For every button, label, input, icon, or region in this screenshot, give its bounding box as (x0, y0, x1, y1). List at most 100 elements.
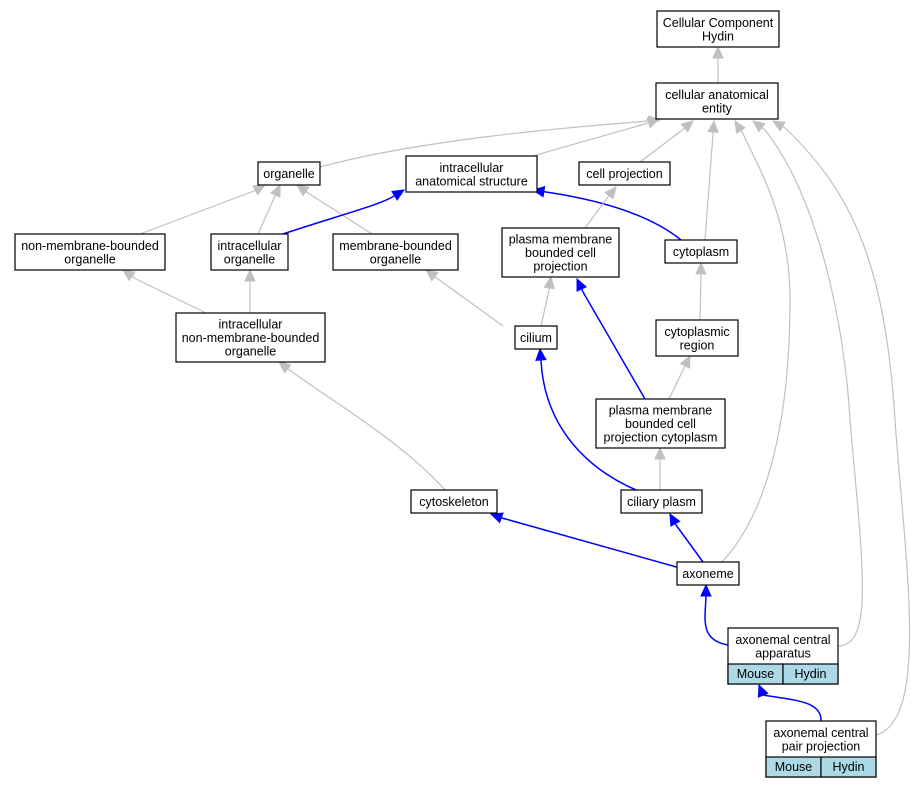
node-box (595, 398, 726, 449)
node-label-line: bounded cell (625, 417, 696, 431)
node-label-line: organelle (225, 345, 276, 359)
node-label-line: Cellular Component (663, 16, 774, 30)
node-label-line: projection cytoplasm (604, 431, 718, 445)
is-a-arrowhead (543, 275, 555, 290)
node-label-line: intracellular (219, 318, 283, 332)
part-of-edge (540, 360, 637, 491)
node-box (175, 312, 326, 363)
is-a-arrowhead (122, 269, 136, 282)
node-intracellular-non-membrane-bounded-organelle[interactable]: intracellularnon-membrane-boundedorganel… (175, 312, 326, 363)
annotation-cell-hydin[interactable]: Hydin (820, 756, 877, 778)
part-of-arrowhead (391, 189, 406, 201)
node-box (655, 319, 739, 357)
part-of-edge (582, 291, 646, 400)
node-label-line: organelle (224, 252, 275, 266)
arrowheads (122, 45, 786, 698)
node-box (664, 239, 738, 264)
node-cytoplasm[interactable]: cytoplasm (664, 239, 738, 264)
node-label-line: anatomical structure (415, 174, 528, 188)
node-cell-projection[interactable]: cell projection (578, 161, 671, 186)
annotation-cell-label: Mouse (775, 760, 813, 774)
is-a-edge (287, 368, 446, 491)
edge-tail-segment (580, 288, 584, 293)
is-a-edge (135, 278, 207, 314)
part-of-edge (675, 524, 704, 563)
annotation-cell-bg (782, 663, 839, 685)
is-a-edge (540, 289, 550, 327)
node-axoneme[interactable]: axoneme (676, 561, 740, 586)
edge-tail-segment (434, 276, 439, 280)
is-a-arrowhead (734, 119, 746, 134)
is-a-arrowhead (252, 184, 267, 196)
node-label-line: cytoplasm (673, 245, 729, 259)
part-of-edge (762, 694, 822, 722)
part-of-edge (501, 517, 681, 569)
is-a-edge (307, 192, 373, 235)
node-label-line: cellular anatomical (665, 88, 769, 102)
is-a-edge (721, 133, 791, 563)
is-a-edge (257, 195, 276, 235)
annotation-cell-bg (820, 756, 877, 778)
node-box (514, 325, 558, 350)
node-box (578, 161, 671, 186)
edge-tail-segment (740, 130, 744, 135)
node-label-line: region (680, 338, 715, 352)
node-box (410, 489, 498, 514)
part-of-arrowhead (489, 512, 504, 524)
is-a-edge (764, 129, 863, 647)
node-label-line: intracellular (440, 161, 504, 175)
is-a-edge (784, 127, 911, 736)
node-label-line: ciliary plasm (627, 495, 696, 509)
node-label-line: Hydin (702, 29, 734, 43)
annotation-cell-mouse[interactable]: Mouse (727, 663, 784, 685)
is-a-arrowhead (244, 268, 256, 282)
part-of-edge (545, 191, 682, 241)
is-a-edge (668, 365, 686, 400)
is-a-arrowhead (425, 269, 439, 282)
node-ciliary-plasm[interactable]: ciliary plasm (620, 489, 703, 514)
node-label-line: plasma membrane (509, 233, 613, 247)
is-a-arrowhead (646, 117, 661, 129)
is-a-edge (704, 133, 714, 241)
node-label-line: non-membrane-bounded (182, 331, 320, 345)
is-a-edge (584, 196, 609, 229)
node-organelle[interactable]: organelle (257, 161, 321, 186)
node-box (257, 161, 321, 186)
is-a-edge (437, 278, 504, 327)
is-a-edge (699, 274, 702, 321)
node-box (501, 227, 620, 278)
part-of-arrowhead (757, 683, 769, 698)
node-label-line: apparatus (755, 646, 811, 660)
annotation-cell-label: Hydin (833, 760, 865, 774)
is-a-arrowhead (604, 186, 617, 200)
annotation-cell-mouse[interactable]: Mouse (765, 756, 822, 778)
annotation-cell-hydin[interactable]: Hydin (782, 663, 839, 685)
node-box (332, 233, 459, 271)
node-label-line: axonemal central (773, 726, 868, 740)
is-a-arrowhead (707, 119, 719, 133)
part-of-arrowhead (700, 583, 712, 597)
part-of-edge (704, 596, 729, 646)
node-cilium[interactable]: cilium (514, 325, 558, 350)
node-label-line: pair projection (782, 739, 861, 753)
node-label-line: non-membrane-bounded (21, 239, 159, 253)
is-a-arrowhead (712, 45, 724, 59)
node-cytoskeleton[interactable]: cytoskeleton (410, 489, 498, 514)
is-a-edge (532, 122, 649, 157)
part-of-edge (282, 195, 395, 235)
part-of-arrowhead (535, 347, 547, 361)
is-a-arrowhead (771, 120, 786, 132)
